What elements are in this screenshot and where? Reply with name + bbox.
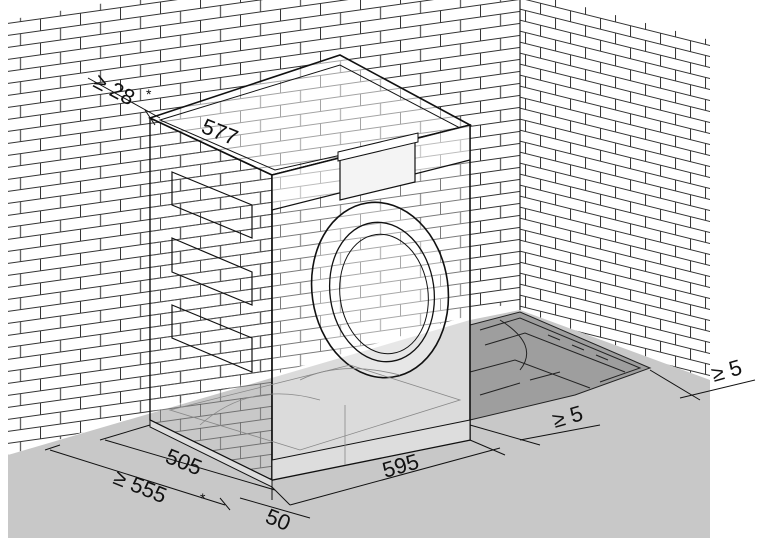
drawer-handle xyxy=(337,132,419,162)
dimension-lines xyxy=(44,77,756,519)
door-inner xyxy=(339,233,429,355)
depth-total-mark: * xyxy=(200,490,206,506)
floor-recess-detail xyxy=(469,317,642,396)
door-ring xyxy=(310,201,450,379)
side-cutouts xyxy=(171,171,253,373)
door-glass xyxy=(328,221,436,363)
side-gap-far-label: ≥ 5 xyxy=(708,354,744,386)
machine-footprint xyxy=(168,364,462,465)
right-wall xyxy=(520,0,710,380)
machine-side-panel xyxy=(149,116,273,482)
top-clearance-mark: * xyxy=(146,86,152,102)
washing-machine xyxy=(147,54,473,488)
